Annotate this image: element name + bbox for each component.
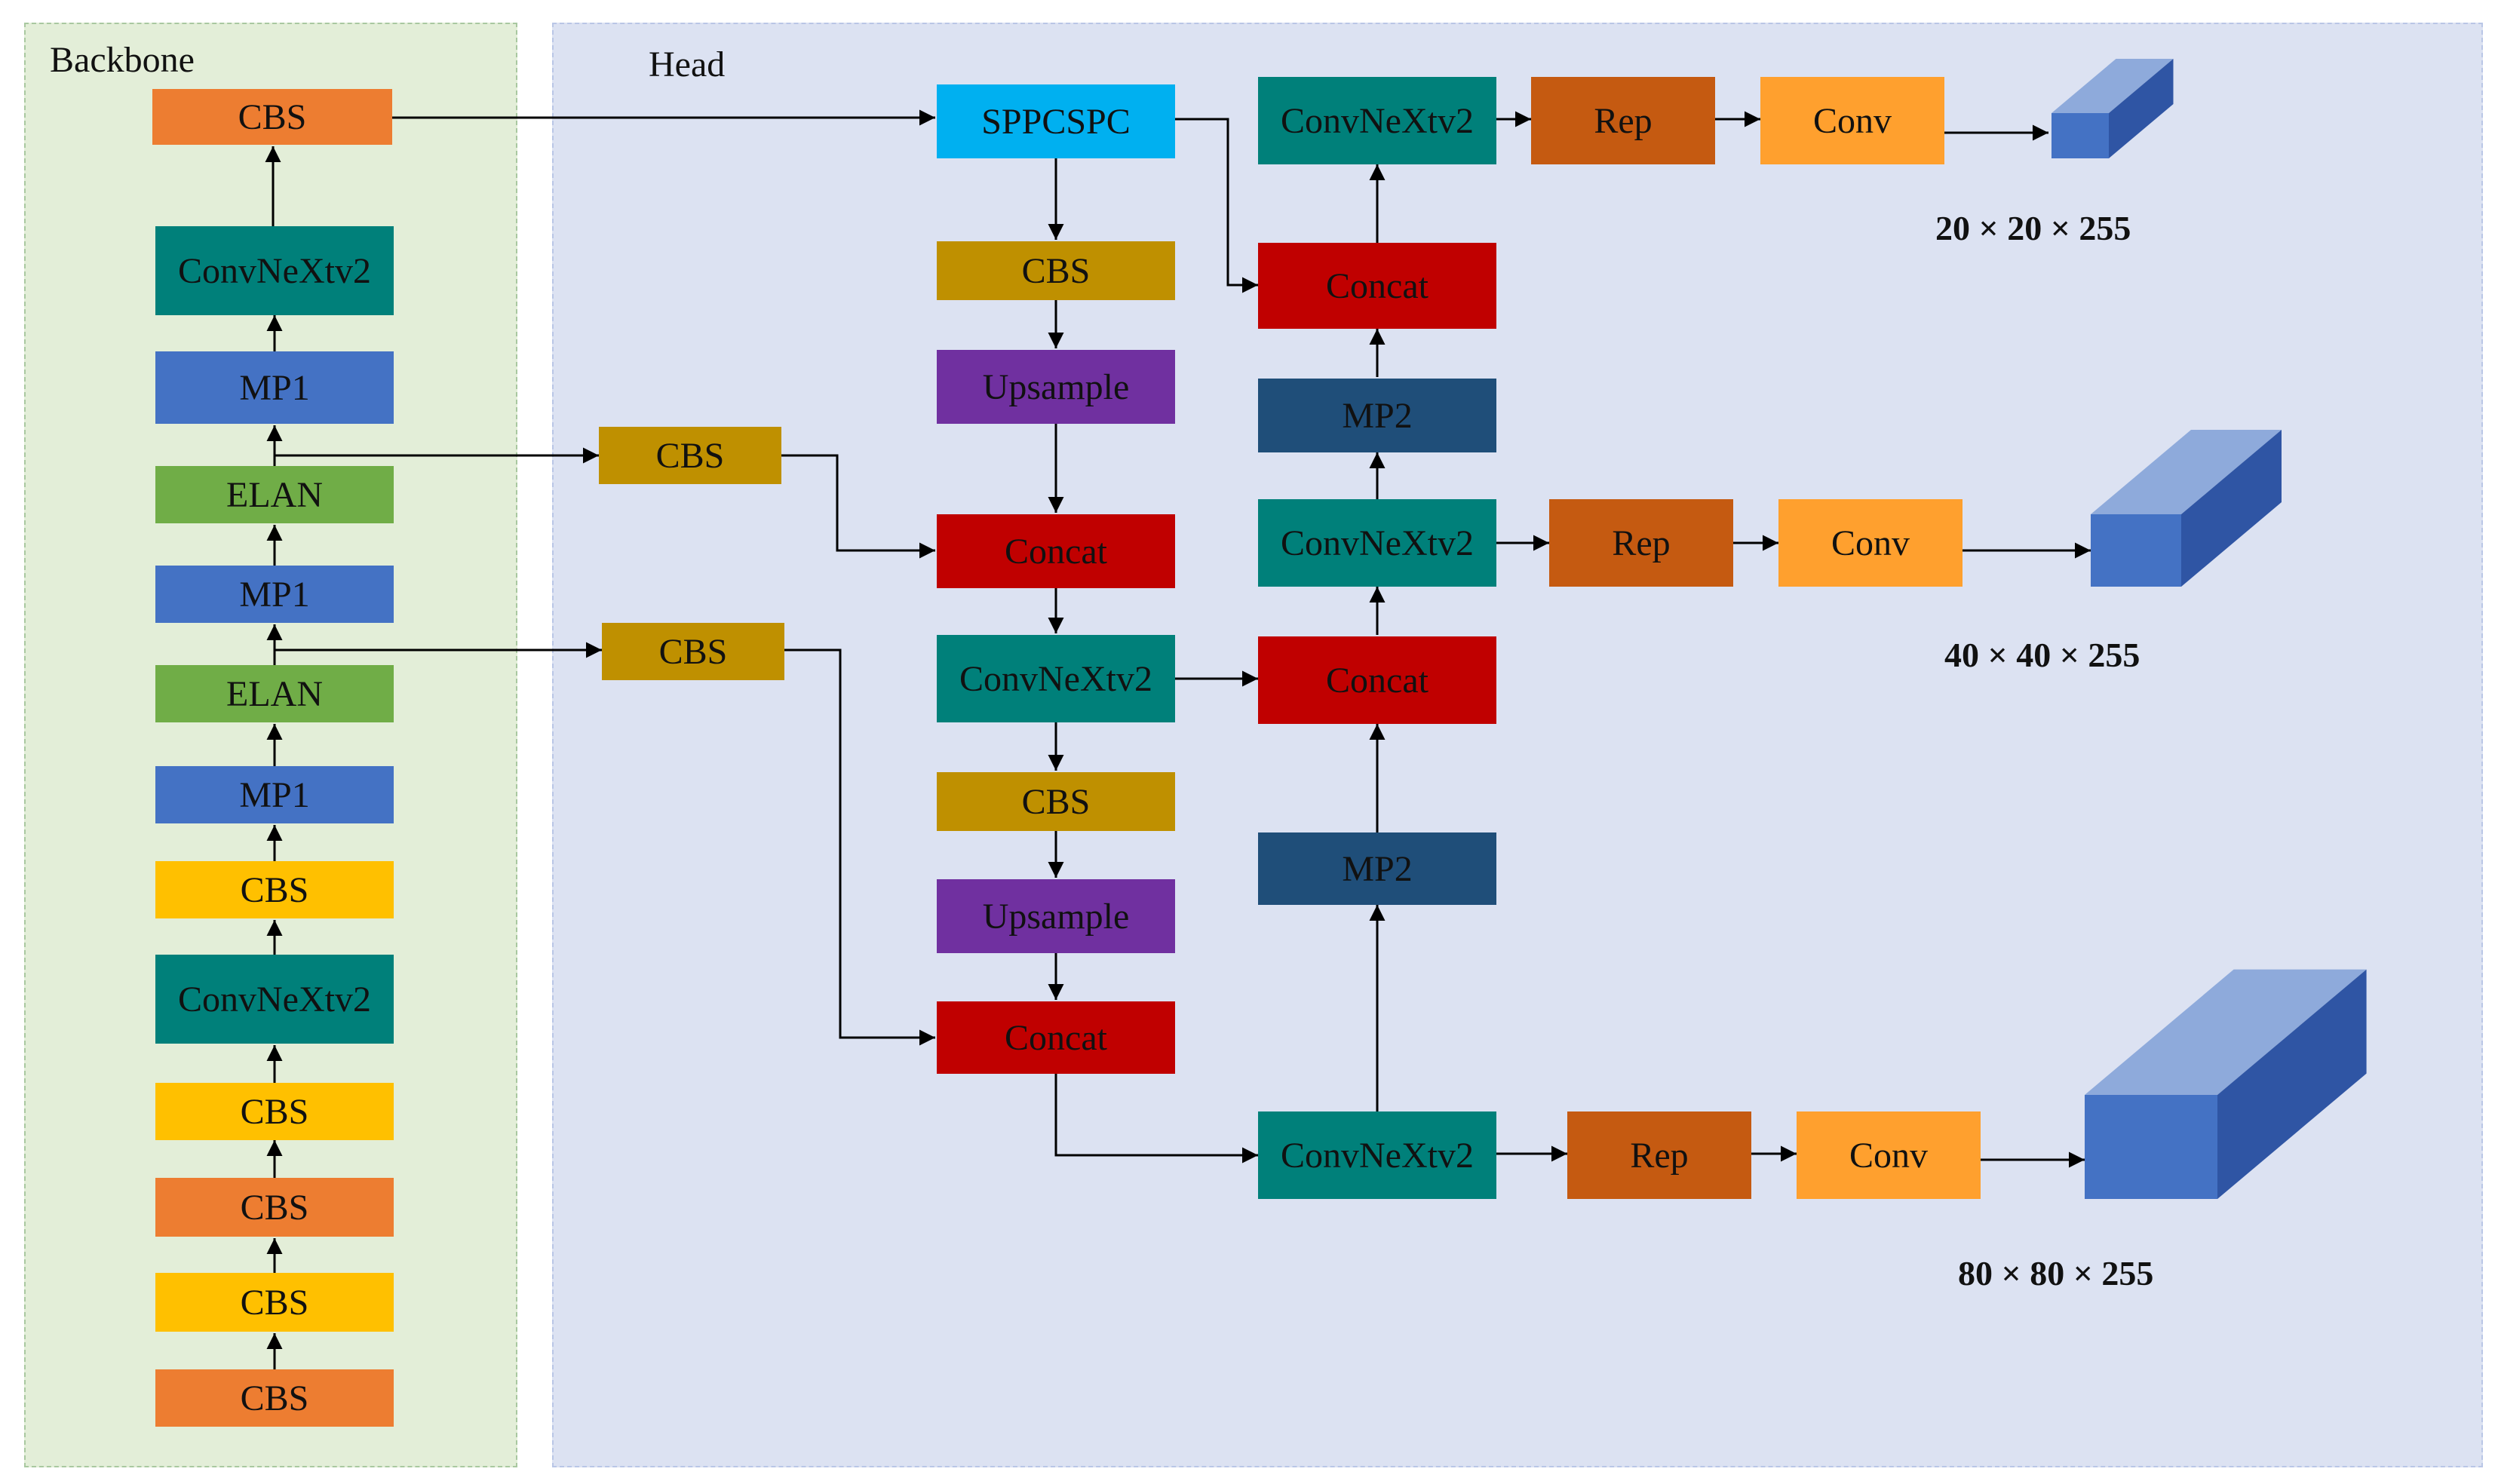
output-cube-small-top-face [2051,59,2174,113]
head-block-rep-mid: Rep [1549,499,1733,587]
arrow-sppcspc-concattop [1174,118,1258,293]
backbone-block-cbs-input: CBS [155,1369,394,1427]
head-block-conv-top: Conv [1760,77,1944,164]
head-block-concat-1: Concat [937,514,1175,588]
output-cube-small-side-face [2109,59,2174,158]
head-block-conv-mid: Conv [1778,499,1962,587]
output-cube-medium [2091,430,2282,587]
head-panel [552,23,2483,1467]
head-block-mp2-mid: MP2 [1258,832,1496,905]
head-block-cbs-branch-b: CBS [602,623,784,680]
backbone-block-cbs-2: CBS [155,1178,394,1237]
backbone-block-convnextv2-lower: ConvNeXtv2 [155,955,394,1044]
output-label-20: 20 × 20 × 255 [1935,209,2131,247]
output-cube-medium-side-face [2181,430,2282,587]
head-block-convnextv2-mid: ConvNeXtv2 [1258,499,1496,587]
output-label-80: 80 × 80 × 255 [1958,1254,2154,1292]
head-block-cbs-2: CBS [937,772,1175,831]
head-block-sppcspc: SPPCSPC [937,84,1175,158]
head-block-convnextv2-1: ConvNeXtv2 [937,635,1175,722]
head-block-conv-bottom: Conv [1797,1111,1981,1199]
head-block-cbs-branch-a: CBS [599,427,781,484]
output-cube-small [2051,59,2174,158]
arrow-concat2-cnxbot [1054,1074,1258,1164]
head-block-cbs-1: CBS [937,241,1175,300]
backbone-block-cbs-1: CBS [155,1273,394,1332]
output-label-40: 40 × 40 × 255 [1944,636,2140,674]
backbone-block-cbs-top: CBS [152,89,392,145]
backbone-block-cbs-3: CBS [155,1083,394,1140]
backbone-block-convnextv2-upper: ConvNeXtv2 [155,226,394,315]
output-cube-medium-top-face [2091,430,2282,514]
output-cube-large-side-face [2217,969,2367,1199]
output-cube-large-front-face [2085,1095,2217,1199]
head-title: Head [649,44,726,84]
arrow-cbs-b-concat2 [784,648,935,1046]
backbone-block-cbs-4: CBS [155,861,394,918]
head-block-concat-2: Concat [937,1001,1175,1074]
head-block-concat-top: Concat [1258,243,1496,329]
backbone-block-elan-upper: ELAN [155,466,394,523]
head-block-concat-mid: Concat [1258,636,1496,724]
output-cube-medium-front-face [2091,514,2181,587]
backbone-block-mp1-lower: MP1 [155,766,394,823]
arrow-cbs-a-concat1 [781,454,935,559]
output-cube-small-front-face [2051,113,2109,158]
backbone-block-mp1-middle: MP1 [155,566,394,623]
backbone-title: Backbone [50,40,195,80]
output-cube-large-top-face [2085,969,2367,1095]
head-block-rep-top: Rep [1531,77,1715,164]
output-cube-large [2085,969,2367,1199]
head-block-mp2-top: MP2 [1258,379,1496,452]
head-block-convnextv2-bottom: ConvNeXtv2 [1258,1111,1496,1199]
head-block-convnextv2-top: ConvNeXtv2 [1258,77,1496,164]
head-block-upsample-1: Upsample [937,350,1175,424]
head-block-rep-bottom: Rep [1567,1111,1751,1199]
head-block-upsample-2: Upsample [937,879,1175,953]
backbone-block-mp1-upper: MP1 [155,351,394,424]
backbone-block-elan-lower: ELAN [155,665,394,722]
